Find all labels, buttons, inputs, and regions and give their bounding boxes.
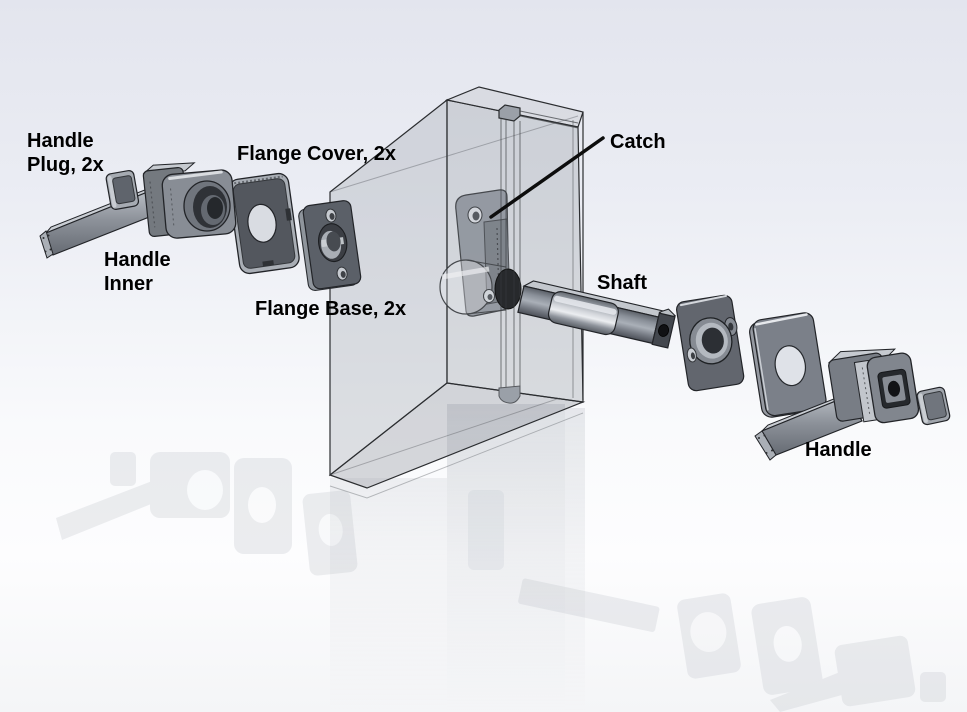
lever-right-tip-dot-4 xyxy=(771,449,773,452)
catch-part xyxy=(439,189,522,317)
lever-left-tip-dot-2 xyxy=(47,234,50,237)
reflection-handle-right xyxy=(834,635,916,707)
shaft-end-socket-hole xyxy=(658,324,670,337)
reflection-flange-cover-left-hole xyxy=(248,487,276,523)
flange-cover-left-notch-right xyxy=(285,208,292,221)
shaft-cylinder-highlight xyxy=(553,295,617,315)
flange-base-right xyxy=(676,294,745,392)
flange-cover-right-top-highlight xyxy=(755,313,808,326)
latch-barrel-highlight xyxy=(441,266,490,280)
catch-screw-hole-top-center xyxy=(472,211,480,221)
flange-base-right-top-highlight xyxy=(679,294,727,307)
lever-right-tip-dot-2 xyxy=(763,434,766,437)
shaft-part xyxy=(517,280,677,349)
handle-plug-right-edge-highlight xyxy=(918,393,928,423)
catch-housing-detail xyxy=(496,227,500,299)
flange-cover-left-serration xyxy=(234,175,283,185)
label-flange-cover: Flange Cover, 2x xyxy=(237,143,396,165)
flange-cover-right-left-highlight xyxy=(754,327,769,411)
handle-plug-right-inner xyxy=(922,391,947,421)
door-reflection-column-main xyxy=(447,404,565,712)
flange-base-left xyxy=(298,200,362,291)
door-reflection-bottom-edge xyxy=(329,412,584,499)
label-catch: Catch xyxy=(610,131,666,153)
door-hidden-top-edge xyxy=(329,115,579,193)
reflection-flange-base-right-hole xyxy=(690,612,727,653)
reflection-flange-base-right xyxy=(677,593,741,679)
flange-base-right-bore xyxy=(701,327,724,354)
handle-inner-recess-deep xyxy=(207,197,223,219)
handle-plug-left xyxy=(105,170,140,210)
door-hidden-bottom-edge xyxy=(329,397,561,476)
reflection-handle-inner xyxy=(150,452,230,518)
flange-base-right-ear-hole xyxy=(728,322,734,331)
reflection-handle-plug-left xyxy=(110,452,136,486)
handle-plug-left-inner xyxy=(112,175,136,205)
reflection-flange-cover-right-hole xyxy=(773,625,802,662)
catch-screw-hole-bottom-center xyxy=(487,294,493,300)
label-handle: Handle xyxy=(805,439,872,461)
flange-cover-left xyxy=(228,172,300,275)
handle-plug-left-edge-highlight xyxy=(107,176,117,208)
label-shaft: Shaft xyxy=(597,272,647,294)
label-flange-base: Flange Base, 2x xyxy=(255,298,406,320)
handle-right-socket-hole xyxy=(887,380,901,397)
label-handle-inner-line2: Inner xyxy=(104,273,153,295)
flange-base-left-bore-inner xyxy=(326,231,341,252)
door-reflection-column-left xyxy=(330,478,447,712)
flange-base-left-screw-bottom-center xyxy=(340,270,346,278)
reflection-flange-cover-left xyxy=(234,458,292,554)
lever-right-tip-dot-3 xyxy=(765,452,768,454)
label-handle-inner-line1: Handle xyxy=(104,249,171,271)
latch-barrel-bottom-line xyxy=(465,309,507,315)
latch-barrel-top-line xyxy=(465,259,507,268)
mortise-channel-top-cap xyxy=(498,104,521,122)
mortise-channel-lines xyxy=(498,118,521,404)
reflection-handle-inner-bore xyxy=(187,470,223,510)
reflection-lever-right xyxy=(770,668,860,712)
flange-cover-left-hole xyxy=(247,203,277,243)
flange-base-left-screw-top-center xyxy=(329,212,335,220)
catch-leader-line xyxy=(489,136,605,219)
flange-cover-right-hole xyxy=(774,345,807,387)
lever-left-tip-dot-4 xyxy=(49,248,52,251)
handle-right-part xyxy=(754,348,920,461)
lever-right-tip-dot-1 xyxy=(758,437,760,439)
flange-base-right-screw-center xyxy=(690,352,696,360)
lever-right-tip xyxy=(754,430,777,461)
handle-inner-barrel-highlight xyxy=(168,170,223,181)
flange-cover-right xyxy=(749,312,827,418)
door-reflection-column-edge xyxy=(565,408,585,712)
mortise-channel-bottom-cap xyxy=(498,385,521,404)
part-labels: Handle Plug, 2x Flange Cover, 2x Handle … xyxy=(27,130,872,461)
reflection-flange-cover-right xyxy=(751,597,823,695)
handle-right-collar-detail xyxy=(861,367,871,415)
top-groove-line-2 xyxy=(519,115,579,129)
reflection-lever-left xyxy=(56,478,166,540)
reflection-handle-plug-right xyxy=(920,672,946,702)
label-handle-plug-line1: Handle xyxy=(27,130,94,152)
latch-bolt-face xyxy=(494,268,522,310)
lever-left-tip-dot-3 xyxy=(44,250,47,253)
door-reflection xyxy=(329,404,585,712)
handle-inner-barrel-detail xyxy=(170,188,175,227)
label-handle-plug-line2: Plug, 2x xyxy=(27,154,104,176)
flange-cover-left-notch-bottom xyxy=(262,260,274,267)
handle-plug-right xyxy=(916,386,951,426)
top-groove-line-1 xyxy=(519,110,579,124)
lever-left-tip-dot-1 xyxy=(42,237,45,239)
